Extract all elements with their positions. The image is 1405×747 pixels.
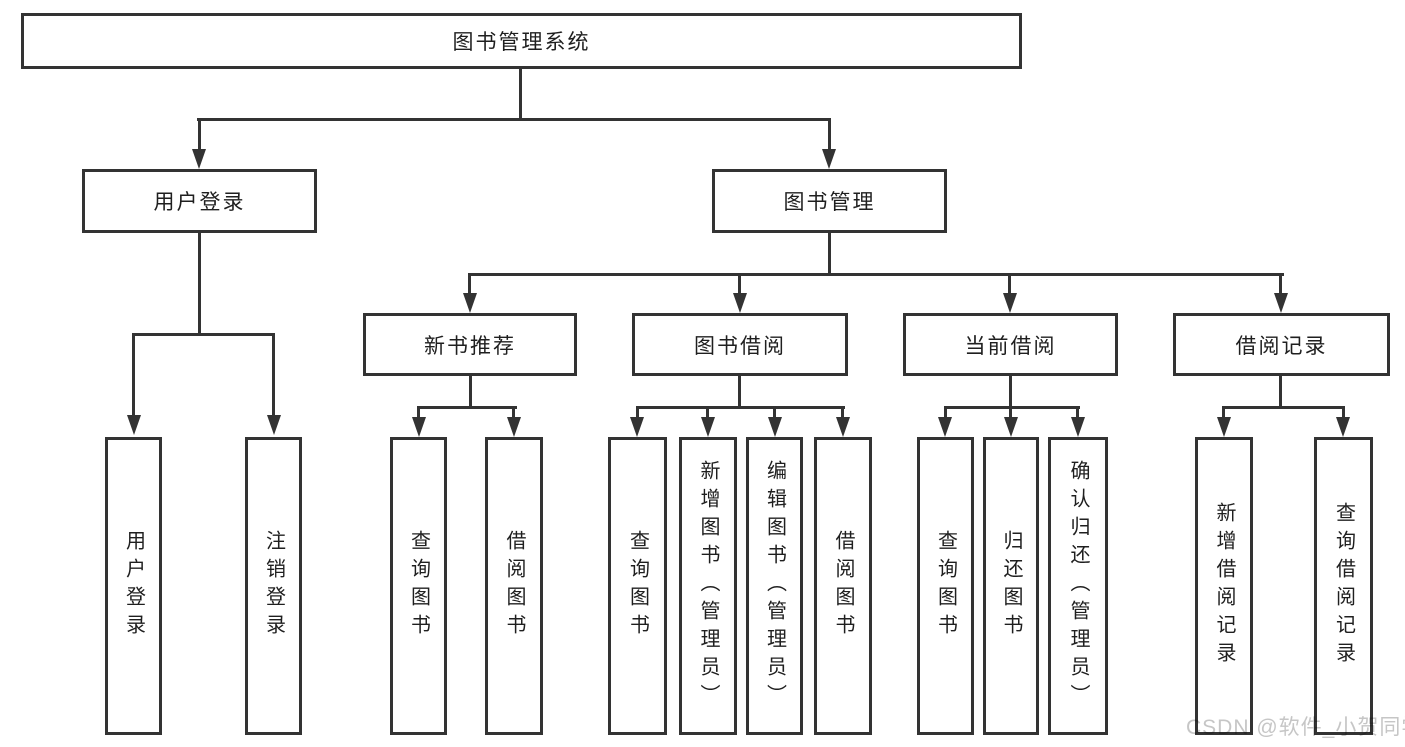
arrow-down-icon: [733, 293, 747, 313]
connector-book-management-stem: [828, 233, 831, 276]
node-book-borrow: 图书借阅: [632, 313, 848, 376]
arrow-down-icon: [1274, 293, 1288, 313]
connector-to-current-borrow: [1008, 273, 1011, 295]
connector-to-leaf-logout: [272, 333, 275, 417]
connector-leaf: [1222, 406, 1225, 418]
leaf-query-borrow-record-label: 查询借阅记录: [1332, 502, 1355, 670]
leaf-return-book: 归还图书: [983, 437, 1039, 735]
connector-new-book-branch: [417, 406, 517, 409]
arrow-down-icon: [1003, 293, 1017, 313]
arrow-down-icon: [463, 293, 477, 313]
arrow-down-icon: [836, 417, 850, 437]
node-current-borrow: 当前借阅: [903, 313, 1118, 376]
connector-book-management-branch: [468, 273, 1284, 276]
leaf-query-book-borrow-label: 查询图书: [626, 530, 649, 642]
arrow-down-icon: [192, 149, 206, 169]
leaf-edit-book-admin: 编辑图书（管理员）: [746, 437, 803, 735]
arrow-down-icon: [630, 417, 644, 437]
leaf-add-borrow-record: 新增借阅记录: [1195, 437, 1253, 735]
leaf-borrow-book-newbook-label: 借阅图书: [503, 530, 525, 642]
node-library-system: 图书管理系统: [21, 13, 1022, 69]
node-book-management-label: 图书管理: [783, 191, 876, 214]
node-user-login: 用户登录: [82, 169, 317, 233]
leaf-query-borrow-record: 查询借阅记录: [1314, 437, 1373, 735]
leaf-query-book-newbook-label: 查询图书: [407, 530, 430, 642]
connector-to-new-book: [468, 273, 471, 295]
arrow-down-icon: [701, 417, 715, 437]
arrow-down-icon: [1004, 417, 1018, 437]
leaf-borrow-book-borrow: 借阅图书: [814, 437, 872, 735]
connector-leaf: [1009, 406, 1012, 418]
node-borrow-records: 借阅记录: [1173, 313, 1390, 376]
node-current-borrow-label: 当前借阅: [964, 334, 1057, 358]
connector-new-book-stem: [469, 376, 472, 409]
connector-to-book-borrow: [738, 273, 741, 295]
arrow-down-icon: [1336, 417, 1350, 437]
connector-root-branch: [197, 118, 831, 121]
leaf-confirm-return-admin: 确认归还（管理员）: [1048, 437, 1108, 735]
connector-to-borrow-records: [1279, 273, 1282, 295]
leaf-user-login: 用户登录: [105, 437, 162, 735]
leaf-query-book-current-label: 查询图书: [934, 530, 957, 642]
connector-leaf: [512, 406, 515, 418]
connector-user-login-stem: [198, 233, 201, 336]
node-user-login-label: 用户登录: [153, 191, 246, 214]
leaf-logout-label: 注销登录: [262, 530, 285, 642]
connector-leaf: [773, 406, 776, 418]
connector-leaf: [706, 406, 709, 418]
arrow-down-icon: [1217, 417, 1231, 437]
leaf-logout: 注销登录: [245, 437, 302, 735]
node-library-system-label: 图书管理系统: [452, 31, 591, 54]
leaf-query-book-borrow: 查询图书: [608, 437, 667, 735]
arrow-down-icon: [1071, 417, 1085, 437]
connector-book-borrow-branch: [636, 406, 845, 409]
arrow-down-icon: [127, 415, 141, 435]
connector-user-login-branch: [132, 333, 275, 336]
node-book-borrow-label: 图书借阅: [694, 334, 786, 358]
connector-root-stem: [519, 69, 522, 121]
connector-to-user-login: [198, 118, 201, 151]
leaf-confirm-return-admin-label: 确认归还（管理员）: [1067, 460, 1089, 712]
leaf-borrow-book-newbook: 借阅图书: [485, 437, 543, 735]
connector-leaf: [636, 406, 639, 418]
leaf-add-book-admin-label: 新增图书（管理员）: [697, 460, 719, 712]
connector-book-borrow-stem: [738, 376, 741, 409]
leaf-borrow-book-borrow-label: 借阅图书: [832, 530, 854, 642]
leaf-query-book-newbook: 查询图书: [390, 437, 447, 735]
connector-borrow-records-branch: [1222, 406, 1345, 409]
arrow-down-icon: [822, 149, 836, 169]
node-borrow-records-label: 借阅记录: [1235, 334, 1328, 358]
connector-leaf: [1076, 406, 1079, 418]
leaf-add-book-admin: 新增图书（管理员）: [679, 437, 737, 735]
connector-leaf: [417, 406, 420, 418]
leaf-edit-book-admin-label: 编辑图书（管理员）: [763, 460, 786, 712]
connector-borrow-records-stem: [1279, 376, 1282, 409]
arrow-down-icon: [267, 415, 281, 435]
connector-leaf: [944, 406, 947, 418]
connector-current-borrow-stem: [1009, 376, 1012, 409]
leaf-query-book-current: 查询图书: [917, 437, 974, 735]
node-book-management: 图书管理: [712, 169, 947, 233]
connector-leaf: [1342, 406, 1345, 418]
connector-to-leaf-login: [132, 333, 135, 417]
arrow-down-icon: [768, 417, 782, 437]
csdn-watermark: CSDN @软件_小贺同学: [1186, 716, 1405, 739]
connector-leaf: [841, 406, 844, 418]
arrow-down-icon: [412, 417, 426, 437]
leaf-user-login-label: 用户登录: [122, 530, 145, 642]
leaf-return-book-label: 归还图书: [1000, 530, 1022, 642]
node-new-book-recommend: 新书推荐: [363, 313, 577, 376]
leaf-add-borrow-record-label: 新增借阅记录: [1213, 502, 1235, 670]
arrow-down-icon: [507, 417, 521, 437]
connector-current-borrow-branch: [944, 406, 1080, 409]
connector-to-book-management: [828, 118, 831, 151]
node-new-book-recommend-label: 新书推荐: [424, 334, 516, 358]
arrow-down-icon: [938, 417, 952, 437]
